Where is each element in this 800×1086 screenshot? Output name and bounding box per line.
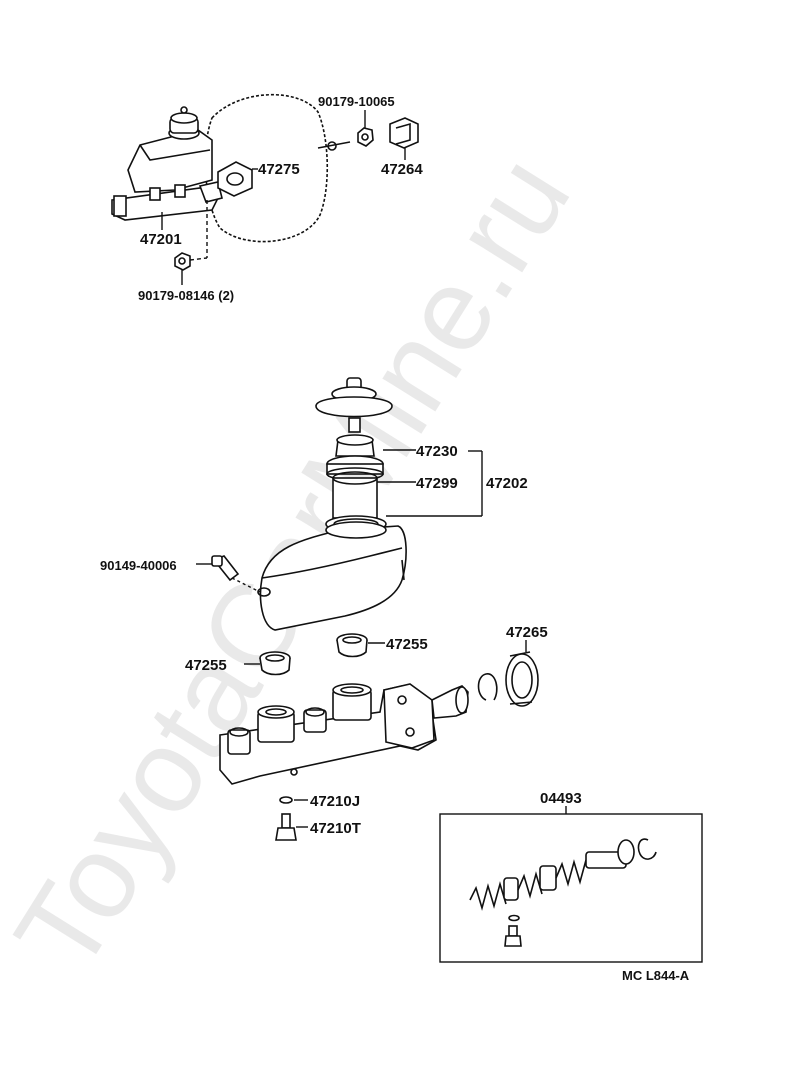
master-cylinder-top-illustration	[111, 106, 223, 261]
label-47201: 47201	[140, 231, 182, 248]
label-47255-right: 47255	[386, 636, 428, 653]
label-04493: 04493	[540, 790, 582, 807]
reservoir-cap-icon	[315, 377, 393, 457]
reservoir-tank-icon	[257, 521, 407, 631]
label-47210J: 47210J	[310, 793, 360, 810]
diagram-code: MC L844-A	[622, 968, 690, 983]
label-47255-left: 47255	[185, 657, 227, 674]
label-47230: 47230	[416, 443, 458, 460]
grommet-left-icon	[259, 651, 291, 676]
nut-bottom-icon	[174, 252, 191, 271]
label-47202: 47202	[486, 475, 528, 492]
label-47210T: 47210T	[310, 820, 361, 837]
label-90179-08146: 90179-08146 (2)	[138, 288, 234, 303]
gasket-j-icon	[279, 796, 293, 804]
label-90179-10065: 90179-10065	[318, 94, 395, 109]
kit-box	[439, 813, 703, 963]
piston-kit-icon	[469, 839, 635, 911]
union-bolt-icon	[275, 813, 297, 841]
snap-ring-icon	[477, 673, 498, 701]
label-47264: 47264	[381, 161, 423, 178]
snap-ring-kit-icon	[637, 838, 657, 860]
strainer-47230-icon	[326, 455, 384, 481]
seal-ring-47265-icon	[505, 651, 539, 707]
clevis-47264-icon	[389, 117, 419, 149]
screw-icon	[211, 555, 240, 582]
label-47299: 47299	[416, 475, 458, 492]
label-47265: 47265	[506, 624, 548, 641]
label-47275: 47275	[258, 161, 300, 178]
kit-bolt-icon	[504, 914, 522, 947]
label-90149-40006: 90149-40006	[100, 558, 177, 573]
gasket-47275-icon	[217, 161, 253, 197]
nut-top-icon	[357, 127, 374, 147]
grommet-right-icon	[336, 633, 368, 658]
master-cylinder-body-icon	[219, 683, 469, 785]
